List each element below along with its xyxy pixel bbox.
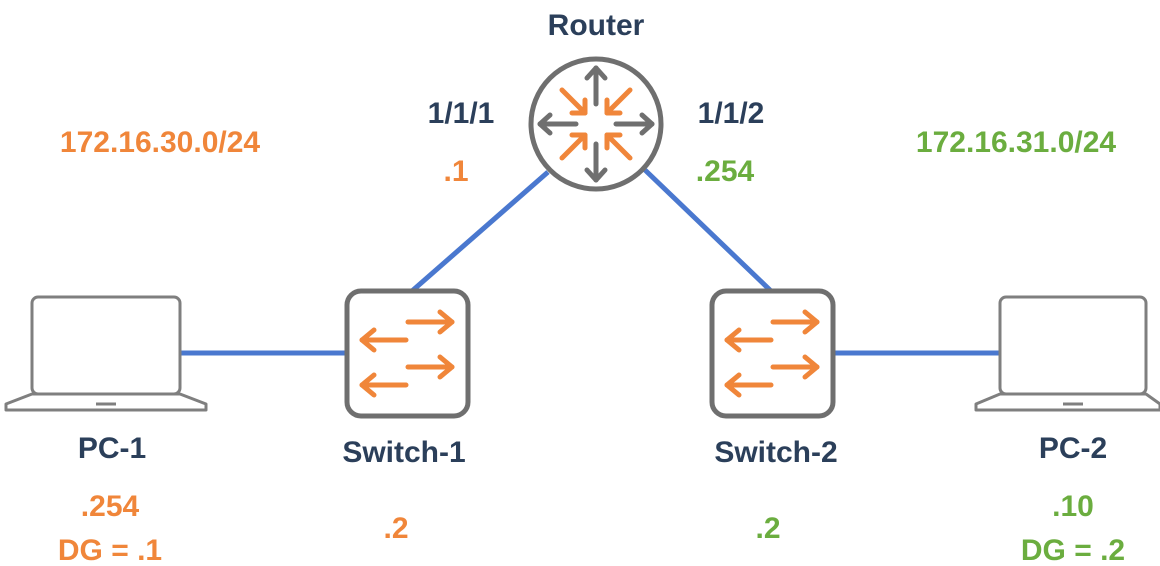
pc-2-laptop-icon [974, 295, 1160, 412]
subnet-left-label: 172.16.30.0/24 [59, 126, 261, 159]
switch-1-ip: .2 [383, 512, 409, 545]
switch-2-icon [709, 288, 836, 419]
pc-2-label: PC-2 [1038, 432, 1108, 465]
pc-1-gateway: DG = .1 [57, 534, 163, 566]
router-port-left-label: 1/1/1 [427, 97, 495, 130]
pc-1-label: PC-1 [77, 432, 147, 465]
switch-2-label: Switch-2 [714, 436, 838, 469]
router-port-right-label: 1/1/2 [697, 97, 765, 130]
router-port-left-ip: .1 [443, 155, 469, 188]
switch-1-icon [344, 288, 471, 419]
router-icon [528, 56, 664, 192]
subnet-right-label: 172.16.31.0/24 [915, 126, 1117, 159]
link-router-switch2 [643, 168, 773, 293]
pc-2-gateway: DG = .2 [1020, 534, 1126, 566]
pc-1-ip: .254 [80, 490, 140, 523]
router-label: Router [547, 9, 645, 42]
links [180, 168, 1000, 356]
pc-1-laptop-icon [4, 295, 208, 412]
router-port-right-ip: .254 [695, 155, 755, 188]
pc-2-ip: .10 [1052, 490, 1094, 523]
link-switch1-router [410, 170, 550, 293]
switch-2-ip: .2 [755, 512, 781, 545]
switch-1-label: Switch-1 [342, 436, 466, 469]
